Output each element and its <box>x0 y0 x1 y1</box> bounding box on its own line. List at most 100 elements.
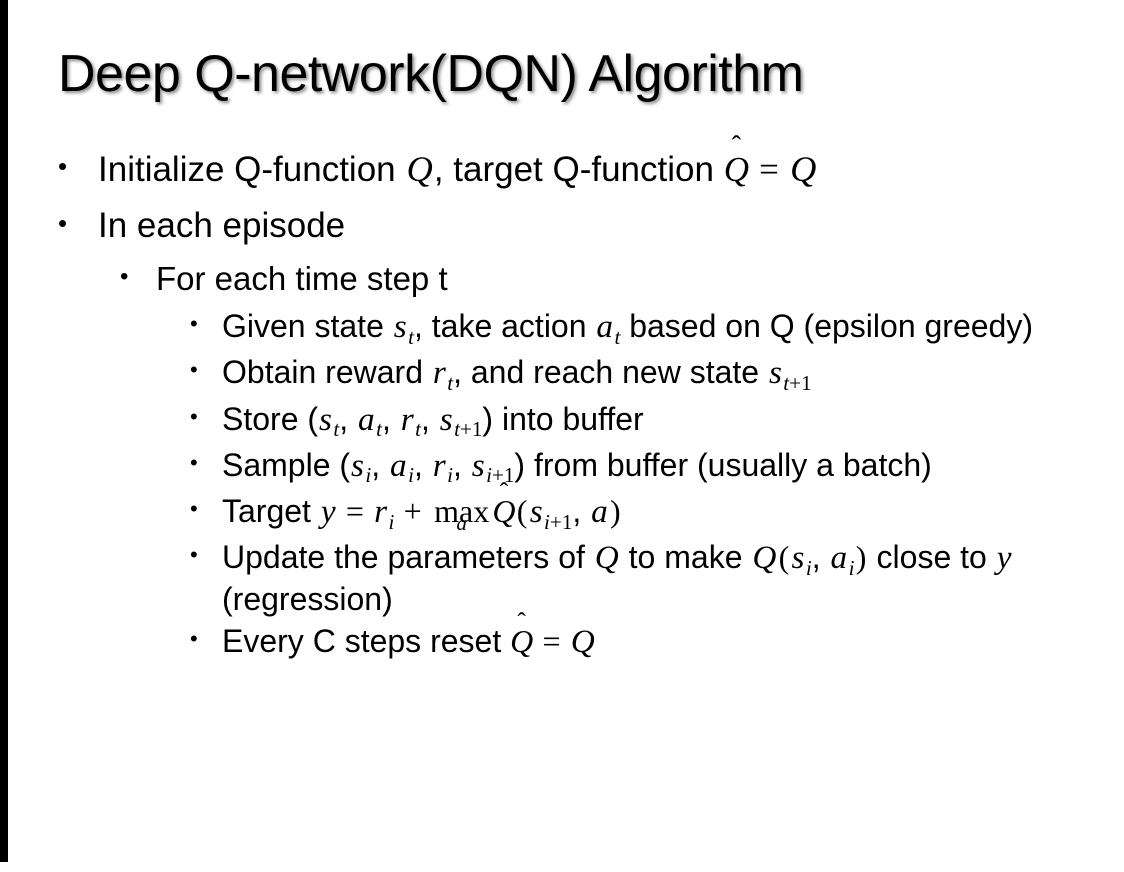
math-r: r <box>432 354 446 392</box>
math-a-subscript: i <box>848 555 855 580</box>
text-run: Initialize Q-function <box>98 150 406 189</box>
math-equals: = <box>337 493 372 530</box>
bullet-icon: • <box>190 496 198 522</box>
bullet-icon: • <box>58 207 68 238</box>
inner-step-list: • Given state st, take action at based o… <box>190 307 1106 662</box>
text-run: Target <box>222 493 320 530</box>
math-s-next-subscript: i+1 <box>544 509 573 534</box>
text-run: , and reach new state <box>453 354 768 391</box>
text-run: ) into buffer <box>482 400 644 437</box>
math-s: s <box>791 539 805 577</box>
math-s-next: s <box>471 446 485 484</box>
left-edge-bar <box>0 0 8 862</box>
math-q-hat: ̂Q <box>492 493 515 531</box>
sub-var: i <box>544 509 550 534</box>
math-q2: Q <box>752 539 777 577</box>
math-s: s <box>319 400 332 438</box>
math-s: s <box>768 354 782 392</box>
list-item-text: Update the parameters of Q to make Q(si,… <box>222 538 1106 618</box>
text-run: to make <box>619 539 752 576</box>
math-q2: Q <box>570 623 595 661</box>
text-run: , <box>339 400 358 437</box>
math-a: a <box>390 446 407 484</box>
text-run: Store ( <box>222 400 319 437</box>
text-run: (regression) <box>222 580 393 617</box>
math-s-subscript: t+1 <box>783 370 812 395</box>
text-run: , <box>811 539 830 576</box>
math-a-subscript: i <box>408 463 414 488</box>
math-s-subscript: i <box>805 555 812 580</box>
list-item-text: Target y = ri + maxâQ(si+1, a) <box>222 492 1106 534</box>
text-run: ) from buffer (usually a batch) <box>514 446 932 483</box>
math-s-next-subscript: t+1 <box>454 417 483 442</box>
math-paren-open: ( <box>778 539 790 576</box>
math-q-base: Q <box>510 623 534 660</box>
math-q2: Q <box>790 149 817 189</box>
math-r: r <box>400 400 414 438</box>
text-run: Update the parameters of <box>222 539 594 576</box>
math-s-next: s <box>439 400 453 438</box>
list-item-text: For each time step t <box>156 260 448 298</box>
list-item-each-time-step: • For each time step t <box>120 260 1106 299</box>
math-s-subscript: t <box>333 417 340 442</box>
list-item-text: Obtain reward rt, and reach new state st… <box>222 353 1106 395</box>
list-item-text: Given state st, take action at based on … <box>222 307 1106 349</box>
math-r-subscript: t <box>415 417 421 442</box>
math-a: a <box>596 308 614 346</box>
math-r: r <box>374 493 388 531</box>
list-item-text: Every C steps reset ̂Q = Q <box>222 622 1106 661</box>
math-equals: = <box>750 150 788 189</box>
bullet-icon: • <box>190 626 198 652</box>
bullet-icon: • <box>190 311 198 337</box>
list-item-obtain-reward: • Obtain reward rt, and reach new state … <box>190 353 1106 395</box>
max-under-variable: a <box>456 510 467 535</box>
math-q: Q <box>594 539 619 577</box>
text-run: Every C steps reset <box>222 623 511 660</box>
math-q-hat: ̂Q <box>510 623 533 661</box>
list-item-target-equation: • Target y = ri + maxâQ(si+1, a) <box>190 492 1106 534</box>
text-run: Obtain reward <box>222 354 432 391</box>
math-r-subscript: i <box>388 509 395 534</box>
math-q: Q <box>406 149 433 189</box>
math-a-subscript: t <box>376 417 382 442</box>
math-r: r <box>432 446 446 484</box>
math-paren-open: ( <box>516 493 528 530</box>
list-item-sample-buffer: • Sample (si, ai, ri, si+1) from buffer … <box>190 446 1106 488</box>
math-q-base: Q <box>492 493 516 530</box>
page-title: Deep Q-network(DQN) Algorithm <box>58 45 804 103</box>
math-s-subscript: i <box>365 463 372 488</box>
algorithm-outline: • Initialize Q-function Q, target Q-func… <box>58 148 1106 666</box>
max-label: max <box>434 493 490 530</box>
text-run: , <box>572 493 591 530</box>
math-s-next-subscript: i+1 <box>486 463 515 488</box>
math-equals: = <box>534 623 569 660</box>
text-run: , target Q-function <box>433 150 724 189</box>
sub-num: +1 <box>549 509 573 534</box>
sub-var: t <box>454 417 460 442</box>
sub-num: +1 <box>459 417 483 442</box>
math-paren-close: ) <box>855 539 867 576</box>
math-a-subscript: t <box>614 324 621 349</box>
math-r-subscript: i <box>447 463 453 488</box>
bullet-icon: • <box>190 542 198 568</box>
list-item-initialize: • Initialize Q-function Q, target Q-func… <box>58 148 1106 191</box>
text-run: , <box>420 400 439 437</box>
text-run: , <box>452 446 471 483</box>
math-paren-close: ) <box>610 493 621 530</box>
text-run: close to <box>867 539 996 576</box>
sub-var: i <box>486 463 492 488</box>
list-item-update-parameters: • Update the parameters of Q to make Q(s… <box>190 538 1106 618</box>
text-run: , <box>413 446 432 483</box>
math-s-next: s <box>529 493 543 531</box>
list-item-store-buffer: • Store (st, at, rt, st+1) into buffer <box>190 400 1106 442</box>
sub-var: t <box>783 370 790 395</box>
math-a: a <box>358 400 375 438</box>
sub-num: +1 <box>491 463 515 488</box>
math-y: y <box>996 539 1012 577</box>
math-a: a <box>591 493 608 531</box>
math-r-subscript: t <box>447 370 454 395</box>
bullet-icon: • <box>190 357 198 383</box>
sub-num: +1 <box>789 370 812 395</box>
